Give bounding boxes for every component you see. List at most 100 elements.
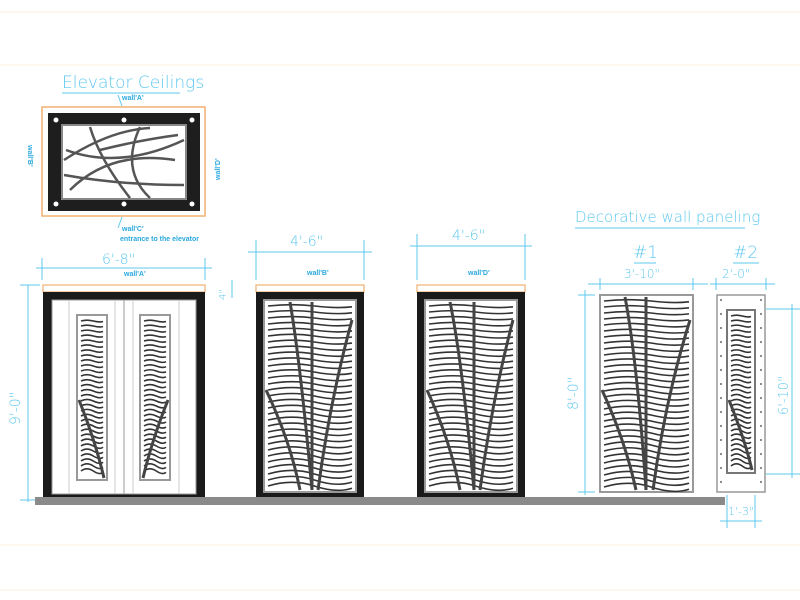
ceiling-curve	[69, 156, 176, 191]
leaf-vein	[80, 324, 104, 328]
leaf-vein	[80, 383, 104, 389]
leaf-vein	[267, 481, 353, 492]
leaf-stem	[478, 319, 515, 491]
leaf-vein	[143, 468, 167, 475]
leaf-vein	[143, 388, 167, 394]
leaf-vein	[267, 386, 353, 394]
leaf-vein	[267, 404, 353, 412]
leaf-vein	[143, 368, 167, 374]
leaf-stem	[600, 389, 638, 491]
leaf-vein	[143, 344, 167, 348]
leaf-vein	[267, 303, 353, 309]
leaf-stem	[425, 389, 462, 491]
fastener-dot	[760, 327, 762, 329]
leaf-vein	[267, 451, 353, 461]
ceiling-curve	[99, 133, 179, 152]
leaf-panel-pattern	[264, 301, 354, 492]
leaf-vein	[603, 375, 690, 383]
leaf-vein	[267, 369, 353, 376]
elevation-d-wall-label: wall'D'	[467, 270, 490, 277]
ceiling-curve	[88, 126, 131, 199]
ceiling-curve	[65, 138, 185, 160]
leaf-vein	[603, 399, 690, 407]
leaf-vein	[80, 453, 104, 460]
fastener-dot	[720, 411, 722, 413]
leaf-vein	[730, 393, 752, 399]
leaf-vein	[603, 476, 690, 487]
leaf-vein	[143, 349, 167, 354]
panel2-height: 6'-10"	[777, 376, 792, 415]
cove-trim	[416, 284, 526, 293]
fastener-dot	[760, 341, 762, 343]
leaf-vein	[143, 329, 167, 333]
leaf-vein	[603, 298, 690, 304]
ceiling-wall-c-label: wall'C'	[121, 226, 144, 233]
leaf-vein	[80, 319, 104, 323]
leaf-stem	[623, 296, 648, 491]
leaf-vein	[267, 363, 353, 370]
fastener-dot	[720, 313, 722, 315]
leaf-vein	[603, 417, 690, 426]
fastener-dot	[720, 355, 722, 357]
cove-trim	[42, 284, 206, 293]
leaf-vein	[267, 333, 353, 339]
panel1-pattern	[600, 296, 692, 493]
leaf-vein	[730, 319, 752, 323]
ceiling-light	[53, 117, 59, 123]
leaf-vein	[80, 363, 104, 369]
ceiling-curve	[63, 173, 185, 187]
leaf-vein	[143, 448, 167, 455]
leaf-vein	[730, 358, 752, 364]
fastener-dot	[720, 425, 722, 427]
leaf-vein	[603, 464, 690, 474]
leaf-vein	[143, 418, 167, 424]
leaf-vein	[730, 388, 752, 394]
leaf-stem	[77, 399, 106, 479]
fastener-dot	[760, 369, 762, 371]
leaf-vein	[603, 328, 690, 334]
leaf-stem	[288, 301, 314, 491]
fastener-dot	[720, 327, 722, 329]
fastener-dot	[720, 467, 722, 469]
leaf-vein	[730, 349, 752, 354]
fastener-dot	[760, 383, 762, 385]
leaf-vein	[143, 438, 167, 445]
ceiling-trim	[41, 106, 206, 217]
leaf-stem	[448, 301, 476, 491]
leaf-vein	[603, 340, 690, 346]
panel2-insert	[726, 309, 756, 474]
panel2-fasteners	[720, 299, 762, 483]
elevation-a-wall-label: wall'A'	[123, 271, 146, 278]
leaf-vein	[267, 457, 353, 467]
decorative-title: Decorative wall paneling	[575, 208, 760, 226]
leaf-vein	[267, 440, 353, 449]
leaf-vein	[267, 475, 353, 486]
leaf-vein	[603, 369, 690, 377]
leaf-vein	[143, 324, 167, 328]
leaf-vein	[143, 354, 167, 359]
leaf-vein	[80, 354, 104, 359]
fastener-dot	[720, 453, 722, 455]
ceiling-curves	[53, 117, 195, 207]
leaf-vein	[80, 403, 104, 409]
leaf-vein	[730, 463, 752, 470]
floor-line	[35, 497, 725, 505]
ceiling-light	[121, 201, 127, 207]
fastener-dot	[760, 313, 762, 315]
leaf-vein	[603, 470, 690, 480]
leaf-vein	[267, 380, 353, 388]
leaf-vein	[730, 378, 752, 384]
leaf-vein	[603, 310, 690, 316]
leaf-vein	[143, 443, 167, 450]
leaf-vein	[80, 373, 104, 379]
fastener-dot	[760, 299, 762, 301]
panel1-height: 8'-0"	[566, 377, 582, 410]
leaf-vein	[730, 363, 752, 369]
leaf-vein	[80, 329, 104, 333]
panel1-width: 3'-10"	[624, 267, 660, 281]
leaf-stem	[727, 399, 754, 471]
leaf-vein	[267, 339, 353, 345]
leaf-vein	[603, 381, 690, 389]
elevation-b-width: 4'-6"	[290, 234, 323, 250]
